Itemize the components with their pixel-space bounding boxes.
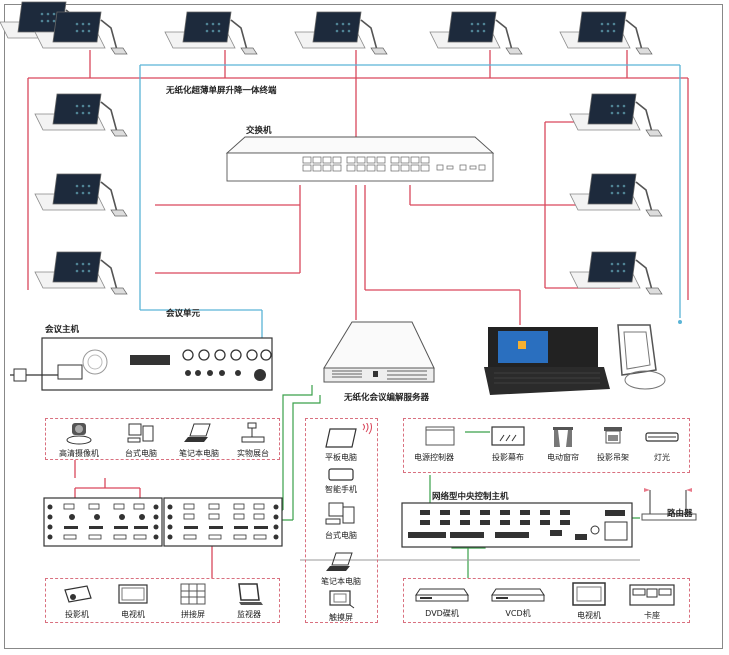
controlled-devices-box: 电源控制器 投影幕布 电动窗帘 投影吊架 灯光 [403,418,690,473]
client-devices-box: 平板电脑 智能手机 台式电脑 笔记本电脑 触摸屏 [305,418,378,623]
server-label: 无纸化会议编解服务器 [344,393,430,403]
output-display-item: 监视器 [222,582,276,620]
terminal-label: 无纸化超薄单屏升降一体终端 [166,86,277,96]
client-device-item: 平板电脑 [308,427,374,463]
monitor-icon [238,583,263,605]
network-switch [225,135,495,189]
controlled-device-item: 投影吊架 [590,425,636,463]
conference-host [10,335,275,399]
input-source-item: 高清摄像机 [52,421,106,459]
av-source-item: DVD碟机 [412,585,472,619]
video-wall-icon [180,583,206,605]
av-source-item: 卡座 [622,581,682,621]
light-icon [645,432,679,442]
output-display-item: 电视机 [106,582,160,620]
tv-icon [572,582,606,606]
vcd-player-icon [491,588,545,602]
output-display-item: 拼接屏 [166,582,220,620]
desktop-pc-icon [325,502,355,525]
central-control-label: 网络型中央控制主机 [432,492,509,502]
desktop-pc-icon [127,423,154,443]
projector-lift-icon [604,427,622,444]
switch-label: 交换机 [246,126,272,136]
controlled-device-item: 投影幕布 [482,425,534,463]
hd-camera-icon [66,423,92,445]
electric-curtain-icon [553,427,573,447]
rack-workstation [480,325,610,404]
client-device-item: 台式电脑 [308,501,374,541]
router [640,484,700,528]
cassette-deck-icon [629,584,675,606]
controlled-device-item: 电动窗帘 [540,425,586,463]
power-controller-icon [425,426,455,446]
projector-icon [64,585,92,603]
av-sources-box: DVD碟机 VCD机 电视机 卡座 [403,578,690,623]
router-label: 路由器 [667,509,693,519]
projection-screen-icon [491,426,525,446]
smartphone-icon [328,468,354,481]
client-device-item: 触摸屏 [308,589,374,623]
dvd-player-icon [415,588,469,602]
central-control-host [400,500,640,554]
controlled-device-item: 灯光 [638,425,686,463]
laptop-icon [326,552,353,571]
client-device-item: 笔记本电脑 [308,551,374,587]
av-matrix-switcher [42,493,287,557]
wifi-signal-icon [362,423,372,435]
monitor [610,320,670,404]
output-display-item: 投影机 [50,582,104,620]
router-icon [641,488,697,521]
conference-host-label: 会议主机 [45,325,80,335]
tv-icon [118,584,148,604]
input-sources-box: 高清摄像机 台式电脑 笔记本电脑 实物展台 [45,418,280,460]
output-displays-box: 投影机 电视机 拼接屏 监视器 [45,578,280,623]
client-device-item: 智能手机 [308,467,374,495]
conference-server [312,320,442,390]
av-source-item: VCD机 [488,585,548,619]
input-source-item: 实物展台 [226,421,280,459]
controlled-device-item: 电源控制器 [406,425,462,463]
touch-screen-icon [329,590,355,609]
laptop-icon [184,423,211,442]
conference-unit-label: 会议单元 [166,309,201,319]
conference-bus [139,64,681,345]
input-source-item: 台式电脑 [114,421,168,459]
input-source-item: 笔记本电脑 [172,421,226,459]
tablet-icon [325,428,357,448]
diagram-frame [4,4,723,649]
document-camera-icon [241,422,265,443]
av-source-item: 电视机 [564,581,614,621]
